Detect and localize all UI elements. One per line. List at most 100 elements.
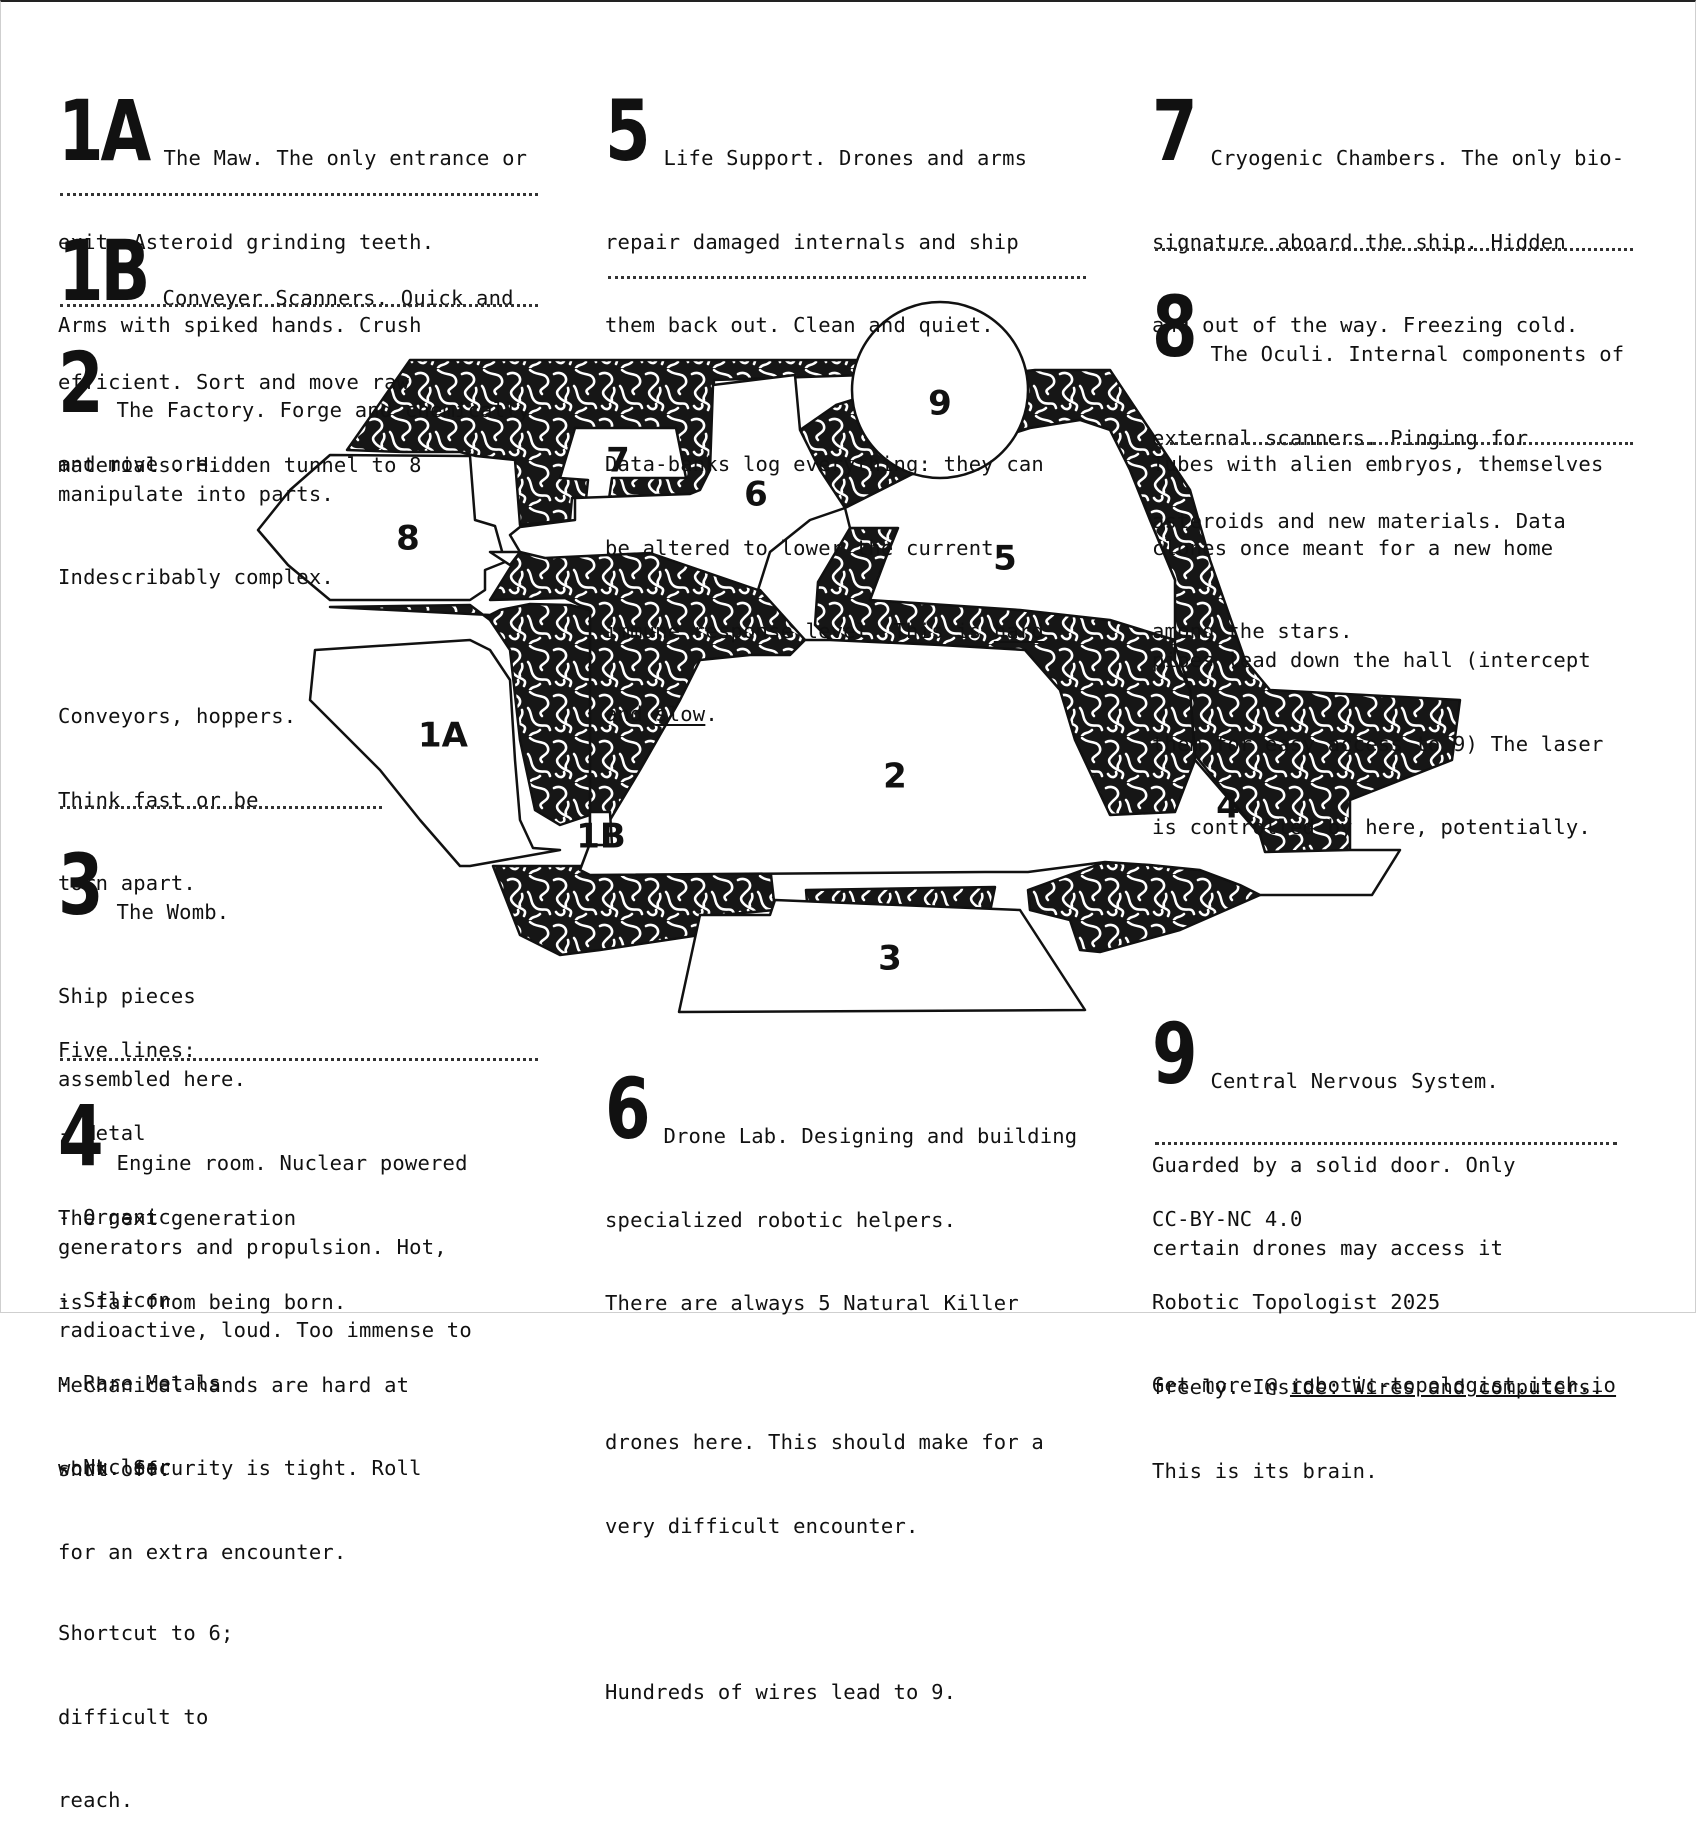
- entry-1a-number: 1A: [58, 81, 151, 180]
- map-label-1a: 1A: [418, 716, 469, 756]
- entry-2-tail-2: Think fast or be: [58, 787, 259, 812]
- map-label-4: 4: [1216, 787, 1240, 827]
- room-8-area: [256, 453, 507, 602]
- entry-8-number: 8: [1152, 277, 1198, 376]
- room-1b-area: [588, 810, 614, 847]
- entry-6-tail-4: Hundreds of wires lead to 9.: [605, 1680, 957, 1705]
- credits-license: CC-BY-NC 4.0: [1152, 1206, 1303, 1231]
- itch-link[interactable]: robotic-topologist.itch.io: [1289, 1373, 1617, 1398]
- entry-1a-line-1: The Maw. The only entrance or: [163, 146, 528, 171]
- divider-8: [1170, 442, 1633, 445]
- entry-3-number: 3: [58, 835, 104, 934]
- entry-2-tail-1: Conveyors, hoppers.: [58, 704, 297, 729]
- entry-3-tail-1: The next generation: [58, 1206, 297, 1231]
- entry-4-line-3: radioactive, loud. Too immense to: [58, 1318, 472, 1343]
- entry-2-tail-3: torn apart.: [58, 870, 196, 895]
- divider-3: [60, 1058, 538, 1061]
- entry-6-tail-2: very difficult encounter.: [605, 1513, 919, 1538]
- divider-5: [608, 276, 1086, 279]
- entry-5-line-2: repair damaged internals and ship: [605, 229, 1019, 254]
- entry-2-tail-7: - Organic: [58, 1204, 171, 1229]
- entry-4-line-1: Engine room. Nuclear powered: [116, 1151, 468, 1176]
- entry-9-tail-2: This is its brain.: [1152, 1458, 1378, 1483]
- entry-6-number: 6: [605, 1059, 651, 1158]
- entry-2-number: 2: [58, 333, 104, 432]
- entry-7-line-3: and out of the way. Freezing cold.: [1152, 313, 1579, 338]
- entry-2-line-3: Indescribably complex.: [58, 565, 334, 590]
- divider-7: [1155, 248, 1633, 251]
- map-label-8: 8: [396, 519, 420, 559]
- entry-1b-line-2: efficient. Sort and move raw: [58, 369, 410, 394]
- hard-emphasis: hard: [993, 618, 1044, 643]
- entry-7-tail-2: clones once meant for a new home: [1152, 535, 1554, 560]
- divider-1b: [60, 304, 538, 307]
- ship-map: 8 7 6 9 5 1A 2 1B 4 3: [256, 300, 1462, 1014]
- entry-2-line-2: manipulate into parts.: [58, 481, 334, 506]
- entry-7-line-2: signature aboard the ship. Hidden: [1152, 229, 1566, 254]
- entry-8-line-2: external scanners. Pinging for: [1152, 425, 1529, 450]
- entry-1b-number: 1B: [58, 221, 150, 320]
- entry-2-tail-14: reach.: [58, 1788, 134, 1813]
- wall-left-mid: [328, 602, 592, 827]
- entry-5-tail-3: immune response level. This is hard: [605, 618, 1044, 643]
- slow-emphasis: slow: [655, 702, 706, 727]
- entry-3-line-1: The Womb.: [116, 900, 230, 925]
- map-label-9: 9: [928, 384, 952, 424]
- map-label-6: 6: [744, 475, 768, 515]
- entry-5-line-3: them back out. Clean and quiet.: [605, 313, 994, 338]
- entry-3-tail-2: is far from being born.: [58, 1289, 347, 1314]
- entry-2-line-1: The Factory. Forge and chemically: [116, 398, 531, 423]
- entry-2-tail-13: difficult to: [58, 1704, 209, 1729]
- entry-8-tail-2: them for easy access to 9) The laser: [1152, 731, 1604, 756]
- entry-3-line-2: Ship pieces: [58, 983, 196, 1008]
- room-6-area: [488, 373, 847, 592]
- entry-8-tail-1: pipes lead down the hall (intercept: [1152, 648, 1591, 673]
- entry-2-tail-6: - Metal: [58, 1121, 146, 1146]
- entry-1a-line-3: Arms with spiked hands. Crush: [58, 313, 422, 338]
- entry-5-number: 5: [605, 81, 651, 180]
- entry-3-tail-5: for an extra encounter.: [58, 1539, 347, 1564]
- room-1a-area: [308, 638, 562, 868]
- entry-5-tail-2: be altered to lower the current: [605, 535, 994, 560]
- entry-4-number: 4: [58, 1086, 104, 1185]
- entry-7-number: 7: [1152, 81, 1198, 180]
- entry-8-line-1: The Oculi. Internal components of: [1210, 342, 1625, 367]
- entry-6-line-1: Drone Lab. Designing and building: [663, 1124, 1078, 1149]
- map-label-2: 2: [883, 757, 907, 797]
- entry-9-line-2: Guarded by a solid door. Only: [1152, 1152, 1516, 1177]
- room-9-area: [850, 300, 1030, 480]
- entry-4: 4 Engine room. Nuclear powered generator…: [58, 1067, 472, 1512]
- entry-6-line-3: There are always 5 Natural Killer: [605, 1291, 1019, 1316]
- entry-5-tail-1: Data-banks log everything: they can: [605, 452, 1044, 477]
- entry-1a: 1A The Maw. The only entrance or exit. A…: [58, 62, 528, 507]
- map-label-7: 7: [606, 441, 630, 481]
- room-3-area: [677, 898, 1087, 1014]
- entry-2-tail-8: - Silicon: [58, 1287, 171, 1312]
- entry-7-tail-3: among the stars.: [1152, 618, 1353, 643]
- credits-author: Robotic Topologist 2025: [1152, 1289, 1441, 1314]
- entry-2-tail-12: Shortcut to 6;: [58, 1621, 234, 1646]
- entry-8: 8 The Oculi. Internal components of exte…: [1152, 258, 1625, 870]
- entry-2-tail-5: Five lines:: [58, 1037, 196, 1062]
- credits-more: Get more @ robotic-topologist.itch.io: [1152, 1373, 1617, 1398]
- map-label-3: 3: [878, 939, 902, 979]
- entry-9-number: 9: [1152, 1004, 1198, 1103]
- entry-6-line-2: specialized robotic helpers.: [605, 1207, 957, 1232]
- map-label-5: 5: [993, 539, 1017, 579]
- entry-4-tail-1: shut off.: [58, 1457, 171, 1482]
- entry-9-line-1: Central Nervous System.: [1210, 1069, 1499, 1094]
- entry-3-line-3: assembled here.: [58, 1067, 247, 1092]
- entry-5: 5 Life Support. Drones and arms repair d…: [605, 62, 1044, 757]
- credits: CC-BY-NC 4.0 Robotic Topologist 2025 Get…: [1152, 1150, 1616, 1428]
- entry-7-tail-1: Tubes with alien embryos, themselves: [1152, 452, 1604, 477]
- room-2-area: [578, 638, 1402, 897]
- entry-4-line-2: generators and propulsion. Hot,: [58, 1234, 447, 1259]
- entry-6: 6 Drone Lab. Designing and building spec…: [605, 1040, 1078, 1735]
- entry-8-line-3: asteroids and new materials. Data: [1152, 509, 1566, 534]
- divider-1a: [60, 193, 538, 196]
- entry-6-tail-1: drones here. This should make for a: [605, 1430, 1044, 1455]
- entry-7-line-1: Cryogenic Chambers. The only bio-: [1210, 146, 1625, 171]
- entry-8-tail-3: is controlled by here, potentially.: [1152, 814, 1591, 839]
- entry-1b: 1B Conveyer Scanners. Quick and efficien…: [58, 202, 513, 508]
- entry-5-tail-4: and slow.: [605, 702, 718, 727]
